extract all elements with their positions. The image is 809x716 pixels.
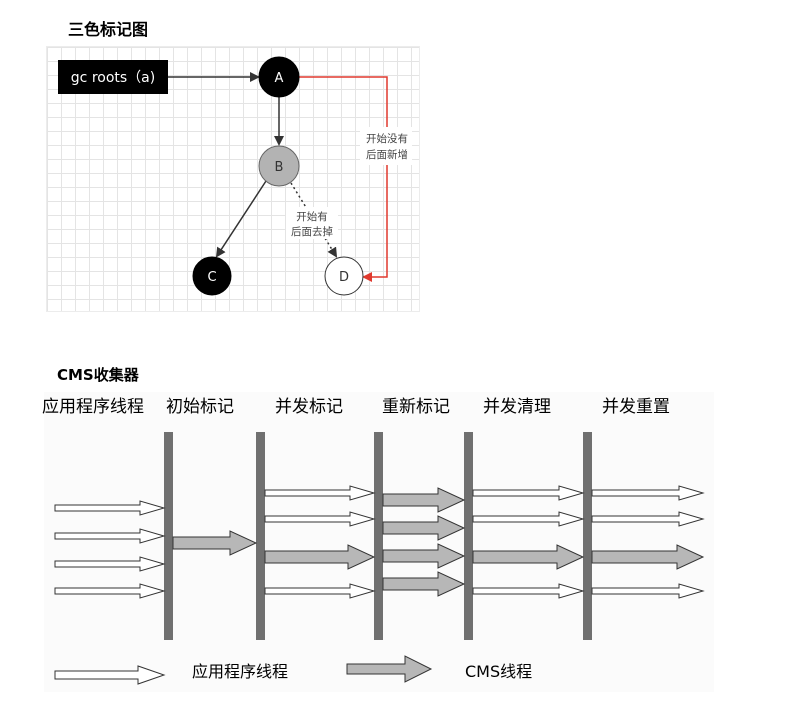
node-c-label: C (207, 270, 216, 285)
node-a (258, 56, 300, 98)
cms-thread-arrow (382, 543, 466, 569)
app-thread-arrow (54, 583, 166, 599)
phase-barrier-concurrent-reset (583, 432, 592, 640)
legend-app-thread-label: 应用程序线程 (192, 662, 288, 681)
edge-b-to-d-removed (290, 182, 338, 258)
phase-label-app-thread: 应用程序线程 (42, 397, 144, 417)
app-thread-arrow (54, 500, 166, 516)
phase-barrier-remark (374, 432, 383, 640)
cms-thread-arrow (382, 571, 466, 597)
node-d-label: D (339, 270, 349, 285)
app-thread-arrow (472, 583, 585, 599)
app-thread-arrow (54, 528, 166, 544)
note-added-line-2: 后面新增 (366, 148, 408, 161)
phase-barrier-concurrent-mark (256, 432, 265, 640)
edge-b-to-c (215, 180, 267, 258)
phase-label-concurrent-reset: 并发重置 (602, 397, 670, 417)
app-thread-arrow (54, 556, 166, 572)
cms-thread-arrow (382, 515, 466, 541)
note-added-line-1: 开始没有 (366, 132, 408, 145)
cms-thread-arrow (591, 544, 705, 570)
phase-barrier-concurrent-sweep (464, 432, 473, 640)
phase-label-concurrent-mark: 并发标记 (275, 397, 343, 417)
app-thread-arrow (472, 485, 585, 501)
phase-label-remark: 重新标记 (382, 397, 450, 417)
app-thread-arrow (591, 583, 705, 599)
node-c (192, 256, 232, 296)
app-thread-arrow (472, 511, 585, 527)
node-d (324, 256, 364, 296)
phase-label-concurrent-sweep: 并发清理 (483, 397, 551, 417)
node-a-label: A (275, 71, 284, 86)
app-thread-arrow (591, 485, 705, 501)
cms-thread-arrow (382, 487, 466, 513)
tricolor-title: 三色标记图 (68, 20, 149, 39)
note-added-bg (360, 127, 412, 165)
app-thread-arrow (264, 583, 376, 599)
cms-title: CMS收集器 (57, 366, 139, 384)
gc-roots-box (58, 60, 168, 94)
node-b (258, 145, 300, 187)
note-removed-bg (286, 207, 338, 239)
app-thread-arrow (264, 485, 376, 501)
legend-cms-thread-label: CMS线程 (465, 662, 532, 681)
phase-label-initial-mark: 初始标记 (166, 397, 234, 417)
phase-barrier-initial-mark (164, 432, 173, 640)
gc-roots-label: gc roots（a) (71, 70, 155, 86)
legend-cms-thread-arrow (346, 655, 433, 683)
edge-a-to-d-added (299, 76, 388, 282)
app-thread-arrow (591, 511, 705, 527)
note-removed-line-1: 开始有 (296, 210, 328, 223)
node-b-label: B (275, 160, 284, 175)
thread-arrows (54, 485, 705, 599)
cms-thread-arrow (172, 530, 258, 556)
app-thread-arrow (264, 511, 376, 527)
legend-app-thread-arrow (54, 665, 166, 685)
cms-thread-arrow (472, 544, 585, 570)
note-removed-line-2: 后面去掉 (291, 225, 333, 238)
cms-thread-arrow (264, 544, 376, 570)
